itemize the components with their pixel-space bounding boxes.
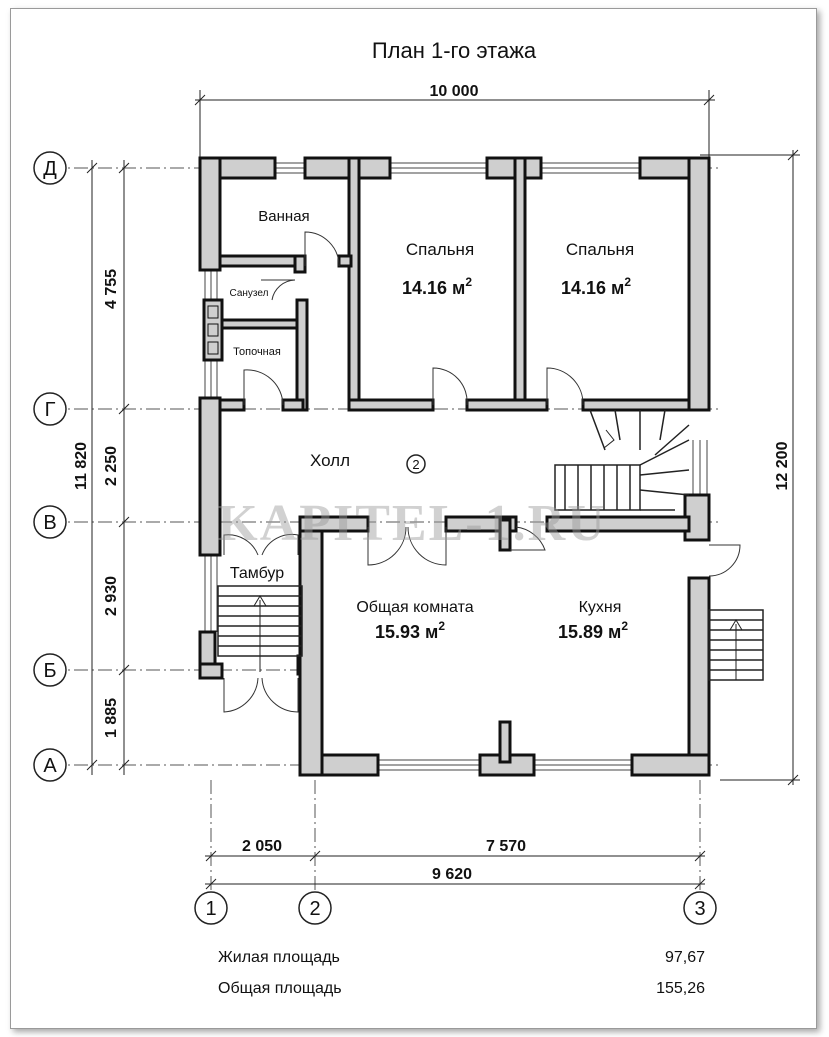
dim-bottom-2-3: 7 570 (486, 838, 526, 855)
room-labels: Ванная Санузел Топочная Спальня 14.16 м2… (230, 208, 635, 642)
room-kitchen-area: 15.89 м2 (558, 619, 628, 642)
walls (198, 156, 711, 777)
dim-left-v-b: 2 930 (103, 576, 120, 616)
axis-row-b: Б (43, 660, 56, 682)
plan-title: План 1-го этажа (372, 38, 537, 63)
dimension-bottom: 2 050 7 570 9 620 (205, 838, 706, 890)
windows (204, 162, 708, 771)
room-boiler-label: Топочная (233, 346, 281, 358)
axis-row-g: Г (45, 399, 56, 421)
room-number: 2 (412, 457, 419, 472)
dimension-left: 4 755 2 250 2 930 1 885 11 820 (73, 160, 130, 775)
axis-col-3: 3 (694, 898, 705, 920)
dim-top-total: 10 000 (430, 83, 479, 100)
stairs (217, 409, 764, 681)
watermark: KAPITEL-1.RU (217, 495, 606, 552)
room-living-area: 15.93 м2 (375, 619, 445, 642)
summary-living-label: Жилая площадь (218, 949, 340, 966)
axis-row-d: Д (43, 158, 57, 180)
doors (223, 231, 741, 713)
dim-bottom-total: 9 620 (432, 866, 472, 883)
summary-total-label: Общая площадь (218, 980, 342, 997)
dim-left-b-a: 1 885 (103, 698, 120, 738)
room-wc-label: Санузел (230, 288, 269, 299)
room-vestibule-label: Тамбур (230, 565, 284, 582)
dimension-right: 12 200 (700, 149, 800, 786)
room-bedroom2-label: Спальня (566, 240, 634, 259)
room-bedroom2-area: 14.16 м2 (561, 275, 631, 298)
axis-col-1: 1 (205, 898, 216, 920)
room-bath-label: Ванная (258, 208, 309, 225)
summary-living-value: 97,67 (665, 949, 705, 966)
area-summary: Жилая площадь 97,67 Общая площадь 155,26 (218, 949, 705, 997)
room-bedroom1-area: 14.16 м2 (402, 275, 472, 298)
dim-left-g-v: 2 250 (103, 446, 120, 486)
dim-bottom-1-2: 2 050 (242, 838, 282, 855)
summary-total-value: 155,26 (656, 980, 705, 997)
room-hall-label: Холл (310, 451, 350, 470)
dim-left-total: 11 820 (73, 442, 90, 490)
room-living-label: Общая комната (356, 599, 473, 616)
dim-right-total: 12 200 (774, 441, 791, 490)
room-bedroom1-label: Спальня (406, 240, 474, 259)
axis-bubbles: Д Г В Б А 1 2 3 (33, 151, 717, 925)
room-kitchen-label: Кухня (579, 599, 622, 616)
axis-row-a: А (43, 755, 57, 777)
axis-col-2: 2 (309, 898, 320, 920)
axis-row-v: В (43, 512, 56, 534)
dimension-top: 10 000 (194, 83, 715, 160)
room-number-marker (406, 454, 426, 474)
dim-left-d-g: 4 755 (103, 269, 120, 309)
